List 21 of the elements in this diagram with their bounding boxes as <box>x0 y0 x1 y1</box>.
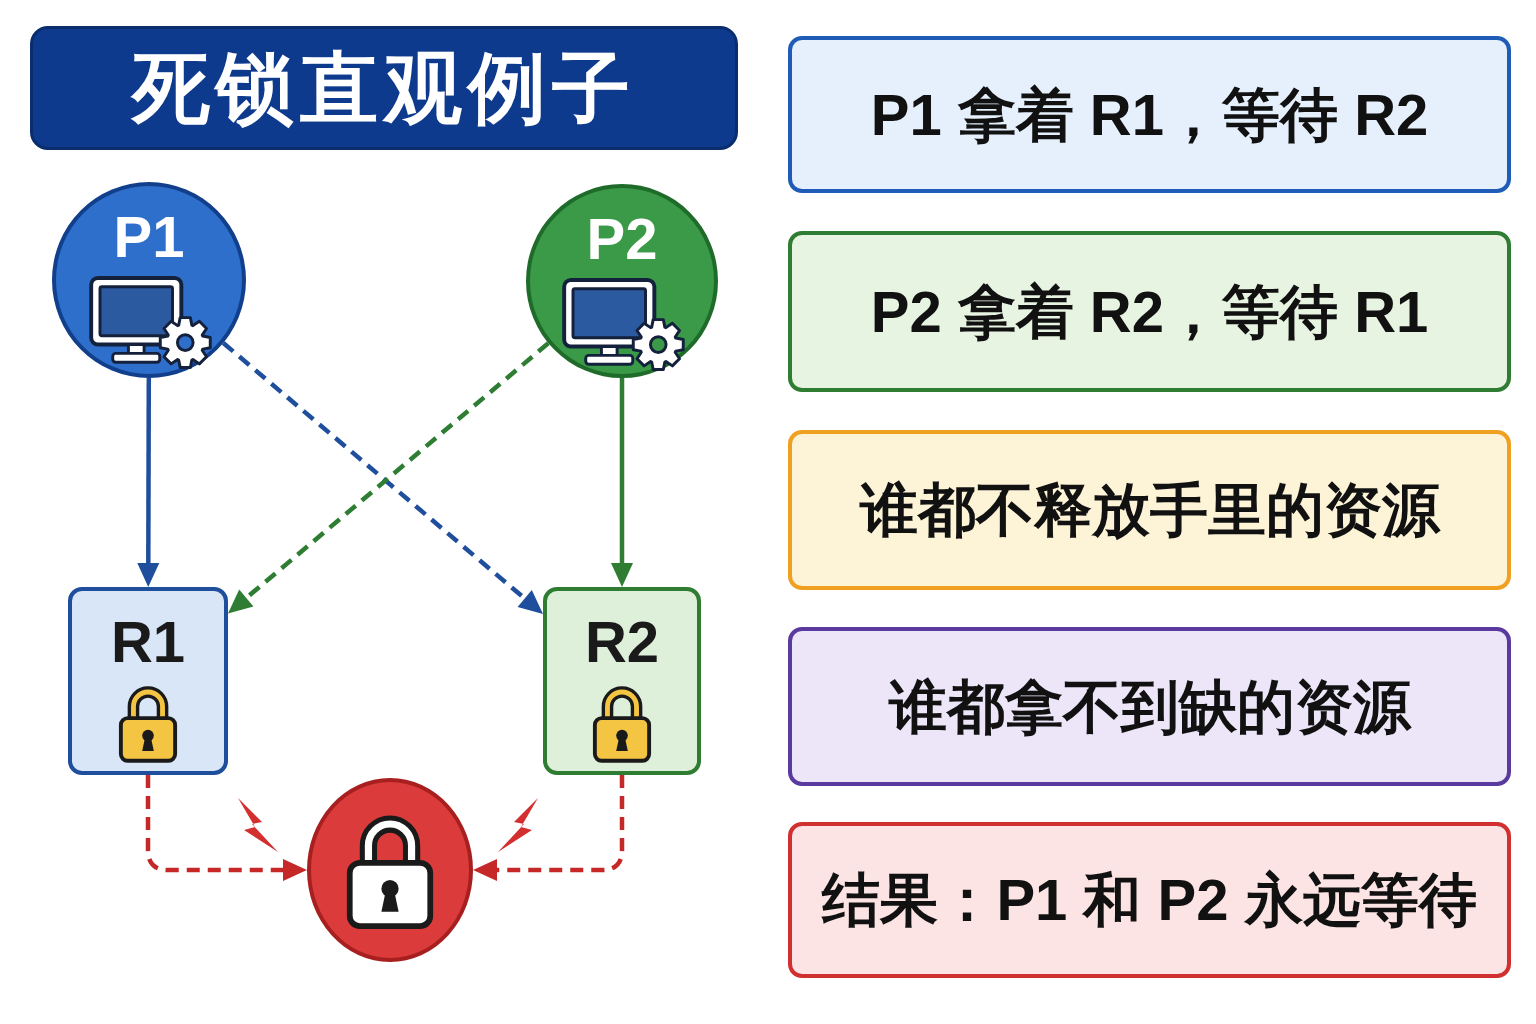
statement-panel <box>788 36 1511 193</box>
resource-box <box>68 587 228 775</box>
dashed-arrow <box>145 775 307 881</box>
statement-text: 谁都拿不到缺的资源 <box>888 677 1411 736</box>
dashed-arrow <box>473 775 625 881</box>
resource-label: R2 <box>584 613 660 671</box>
resource-label: R1 <box>110 613 186 671</box>
statement-text: 结果：P1 和 P2 永远等待 <box>822 871 1477 929</box>
statement-panel <box>788 627 1511 786</box>
statement-text: 谁都不释放手里的资源 <box>859 481 1440 539</box>
statement-panel <box>788 430 1511 590</box>
arrow <box>611 378 633 587</box>
arrow <box>137 378 160 587</box>
statement-text: P2 拿着 R2，等待 R1 <box>870 282 1429 341</box>
statement-panel <box>788 822 1511 978</box>
resource-box <box>543 587 701 775</box>
process-label: P2 <box>586 210 658 268</box>
title: 死锁直观例子 <box>132 49 636 127</box>
statement-panel <box>788 231 1511 392</box>
statement-text: P1 拿着 R1，等待 R2 <box>870 85 1429 144</box>
process-label: P1 <box>113 208 185 266</box>
